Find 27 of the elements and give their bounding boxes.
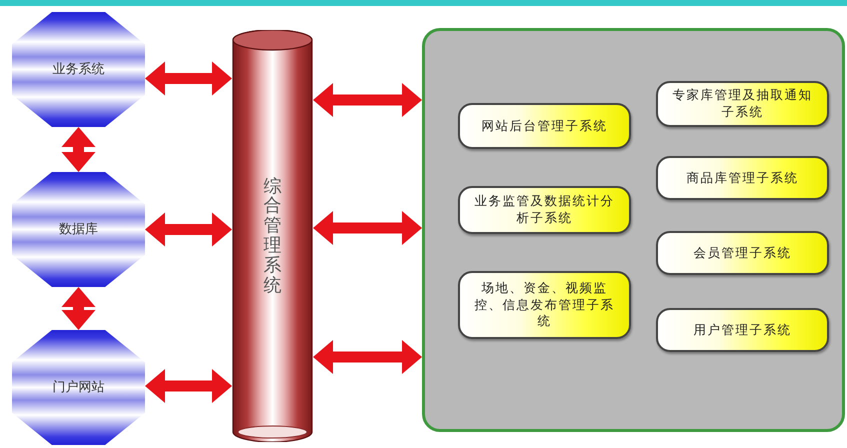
subsystem-box [656, 231, 829, 275]
node-label: 业务监管及数据统计分析子系统 [474, 193, 616, 227]
subsystem-box [656, 156, 829, 200]
double-arrow [145, 62, 232, 96]
double-arrow [313, 211, 422, 245]
double-arrow [62, 127, 96, 172]
subsystem-box [458, 271, 631, 339]
double-arrow [62, 287, 96, 330]
node-label: 业务系统 [52, 60, 104, 78]
node-label: 门户网站 [52, 378, 104, 396]
subsystem-box [656, 308, 829, 352]
node-label: 商品库管理子系统 [686, 170, 798, 186]
node-label: 用户管理子系统 [694, 322, 792, 338]
node-label: 会员管理子系统 [694, 244, 792, 262]
node-label: 综合管理系统 [264, 176, 282, 296]
subsystem-box [656, 81, 829, 127]
node-label: 场地、资金、视频监控、信息发布管理子系统 [474, 280, 616, 330]
double-arrow [145, 212, 232, 246]
node-label: 网站后台管理子系统 [482, 118, 608, 134]
subsystem-panel [422, 28, 845, 432]
node-label: 数据库 [59, 220, 98, 238]
subsystem-box [458, 103, 631, 149]
double-arrow [313, 340, 422, 374]
node-label: 专家库管理及抽取通知子系统 [672, 87, 814, 121]
double-arrow [145, 369, 232, 403]
double-arrow [313, 83, 422, 117]
subsystem-box [458, 186, 631, 234]
